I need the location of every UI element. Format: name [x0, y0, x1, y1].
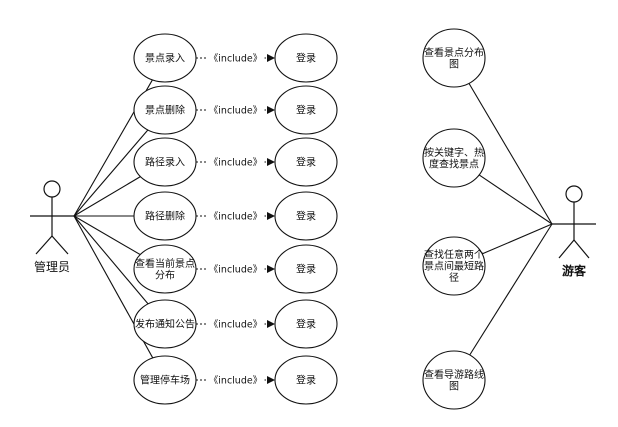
visitor-use-case-ellipse [422, 28, 486, 88]
admin-use-case-label: 路径删除 [145, 210, 185, 223]
include-label: 《include》 [209, 54, 262, 65]
visitor-actor-left-leg [558, 239, 575, 259]
visitor-actor-head [565, 185, 583, 203]
visitor-use-case-label: 查看导游路线 [424, 368, 484, 381]
login-use-case-ellipse [274, 244, 338, 294]
visitor-association-line [478, 174, 553, 225]
admin-use-cases: 景点录入《include》登录景点删除《include》登录路径录入《inclu… [133, 33, 338, 405]
visitor-use-case-label: 查找任意两个 [424, 248, 484, 261]
login-use-case-ellipse [274, 191, 338, 241]
login-use-case-ellipse [274, 355, 338, 405]
admin-use-case-label: 查看当前景点 [135, 257, 195, 270]
login-use-case-ellipse [274, 299, 338, 349]
visitor-use-case-label: 景点间最短路 [424, 260, 484, 273]
visitor-use-case-label: 按关键字、热 [424, 146, 484, 159]
admin-use-case-label: 路径录入 [145, 156, 185, 169]
admin-actor-left-leg [35, 235, 53, 255]
visitor-use-case-ellipse [422, 350, 486, 410]
admin-association-line [73, 215, 149, 305]
include-label: 《include》 [209, 212, 262, 223]
visitor-use-case-label: 径 [449, 271, 459, 284]
login-use-case-ellipse [274, 85, 338, 135]
login-use-case-label: 登录 [296, 210, 316, 223]
admin-use-case-label: 发布通知公告 [135, 318, 195, 331]
admin-use-case-label: 分布 [155, 269, 175, 281]
admin-association-line [73, 129, 149, 217]
include-label: 《include》 [209, 158, 262, 169]
visitor-actor-label: 游客 [562, 263, 587, 278]
admin-use-case-label: 景点录入 [145, 53, 185, 65]
admin-association-line [73, 215, 141, 256]
login-use-case-label: 登录 [296, 318, 316, 331]
admin-use-case-label: 管理停车场 [140, 374, 190, 387]
include-label-background [206, 262, 265, 275]
admin-actor-head [43, 180, 61, 198]
include-label: 《include》 [209, 320, 262, 331]
include-label-background [206, 51, 265, 64]
admin-actor-right-leg [51, 235, 69, 255]
login-use-case-label: 登录 [296, 52, 316, 65]
visitor-association-line [469, 223, 553, 356]
include-label: 《include》 [209, 265, 262, 276]
login-use-case-label: 登录 [296, 374, 316, 387]
login-use-case-label: 登录 [296, 156, 316, 169]
include-label-background [206, 155, 265, 168]
login-use-case-ellipse [274, 33, 338, 83]
include-label-background [206, 103, 265, 116]
visitor-association-lines [468, 83, 553, 356]
include-label-background [206, 373, 265, 386]
visitor-association-line [481, 223, 553, 255]
visitor-association-line [468, 83, 553, 225]
visitor-use-case-label: 度查找景点 [429, 157, 479, 170]
visitor-use-case-label: 查看景点分布 [424, 46, 484, 59]
include-label-background [206, 209, 265, 222]
visitor-actor-right-leg [573, 239, 590, 259]
include-label: 《include》 [209, 106, 262, 117]
visitor-actor: 游客 [552, 185, 596, 278]
include-label-background [206, 317, 265, 330]
visitor-use-case-ellipse [422, 128, 486, 188]
include-label: 《include》 [209, 376, 262, 387]
login-use-case-label: 登录 [296, 104, 316, 117]
admin-association-line [73, 176, 141, 217]
admin-actor-label: 管理员 [34, 259, 70, 274]
login-use-case-ellipse [274, 137, 338, 187]
login-use-case-label: 登录 [296, 263, 316, 276]
visitor-use-case-label: 图 [449, 380, 459, 392]
admin-use-case-label: 景点删除 [145, 104, 185, 117]
admin-actor: 管理员 [30, 180, 74, 274]
visitor-use-case-label: 图 [449, 58, 459, 70]
visitor-use-case-ellipse [422, 236, 486, 296]
